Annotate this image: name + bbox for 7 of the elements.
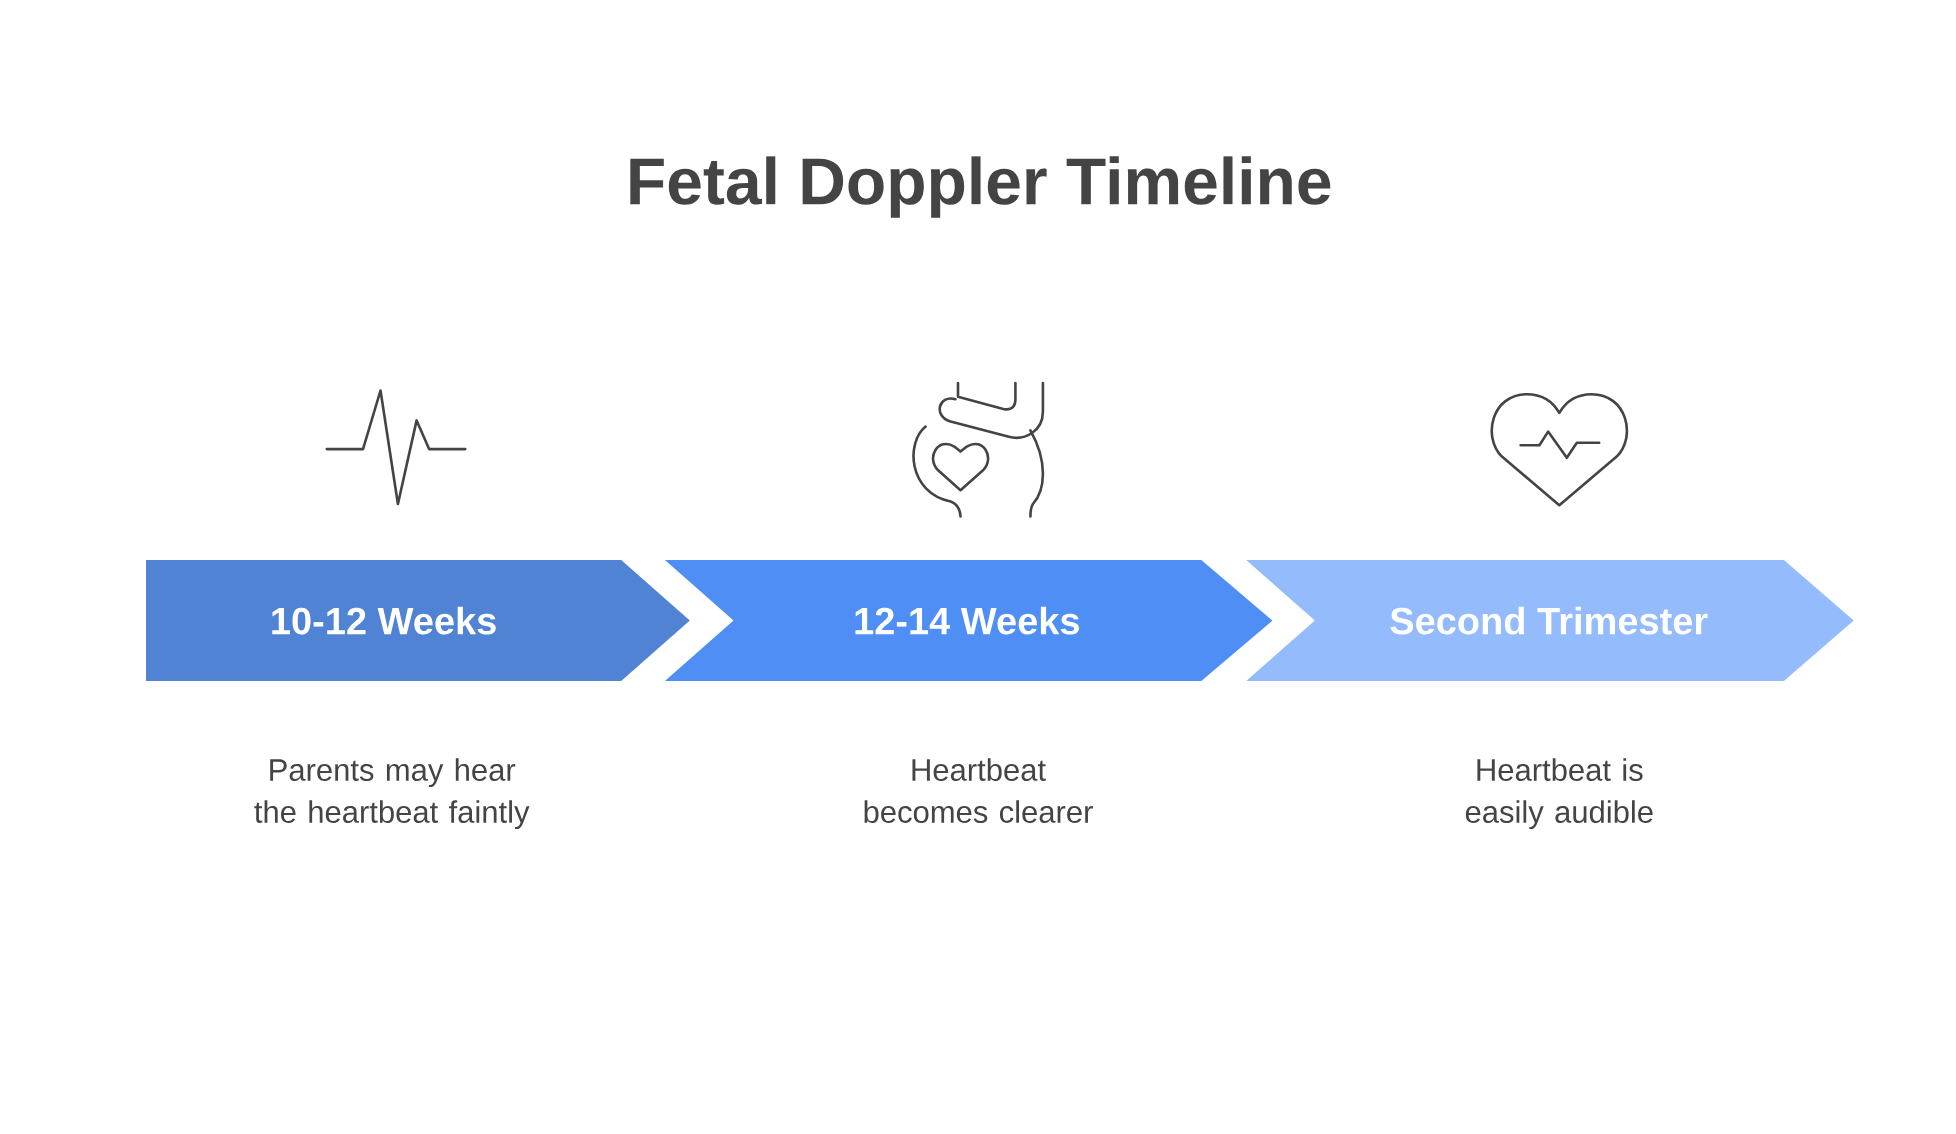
description-text: Parents may hear the heartbeat faintly (254, 758, 530, 830)
chevron-box: Second Trimester (1246, 560, 1854, 682)
chevron-box: 10-12 Weeks (146, 560, 690, 682)
description-text: Heartbeat is easily audible (1465, 758, 1653, 830)
chevron-box: 12-14 Weeks (664, 560, 1273, 682)
title: Fetal Doppler Timeline (630, 156, 1331, 218)
description-text: Heartbeat becomes clearer (864, 758, 1093, 823)
